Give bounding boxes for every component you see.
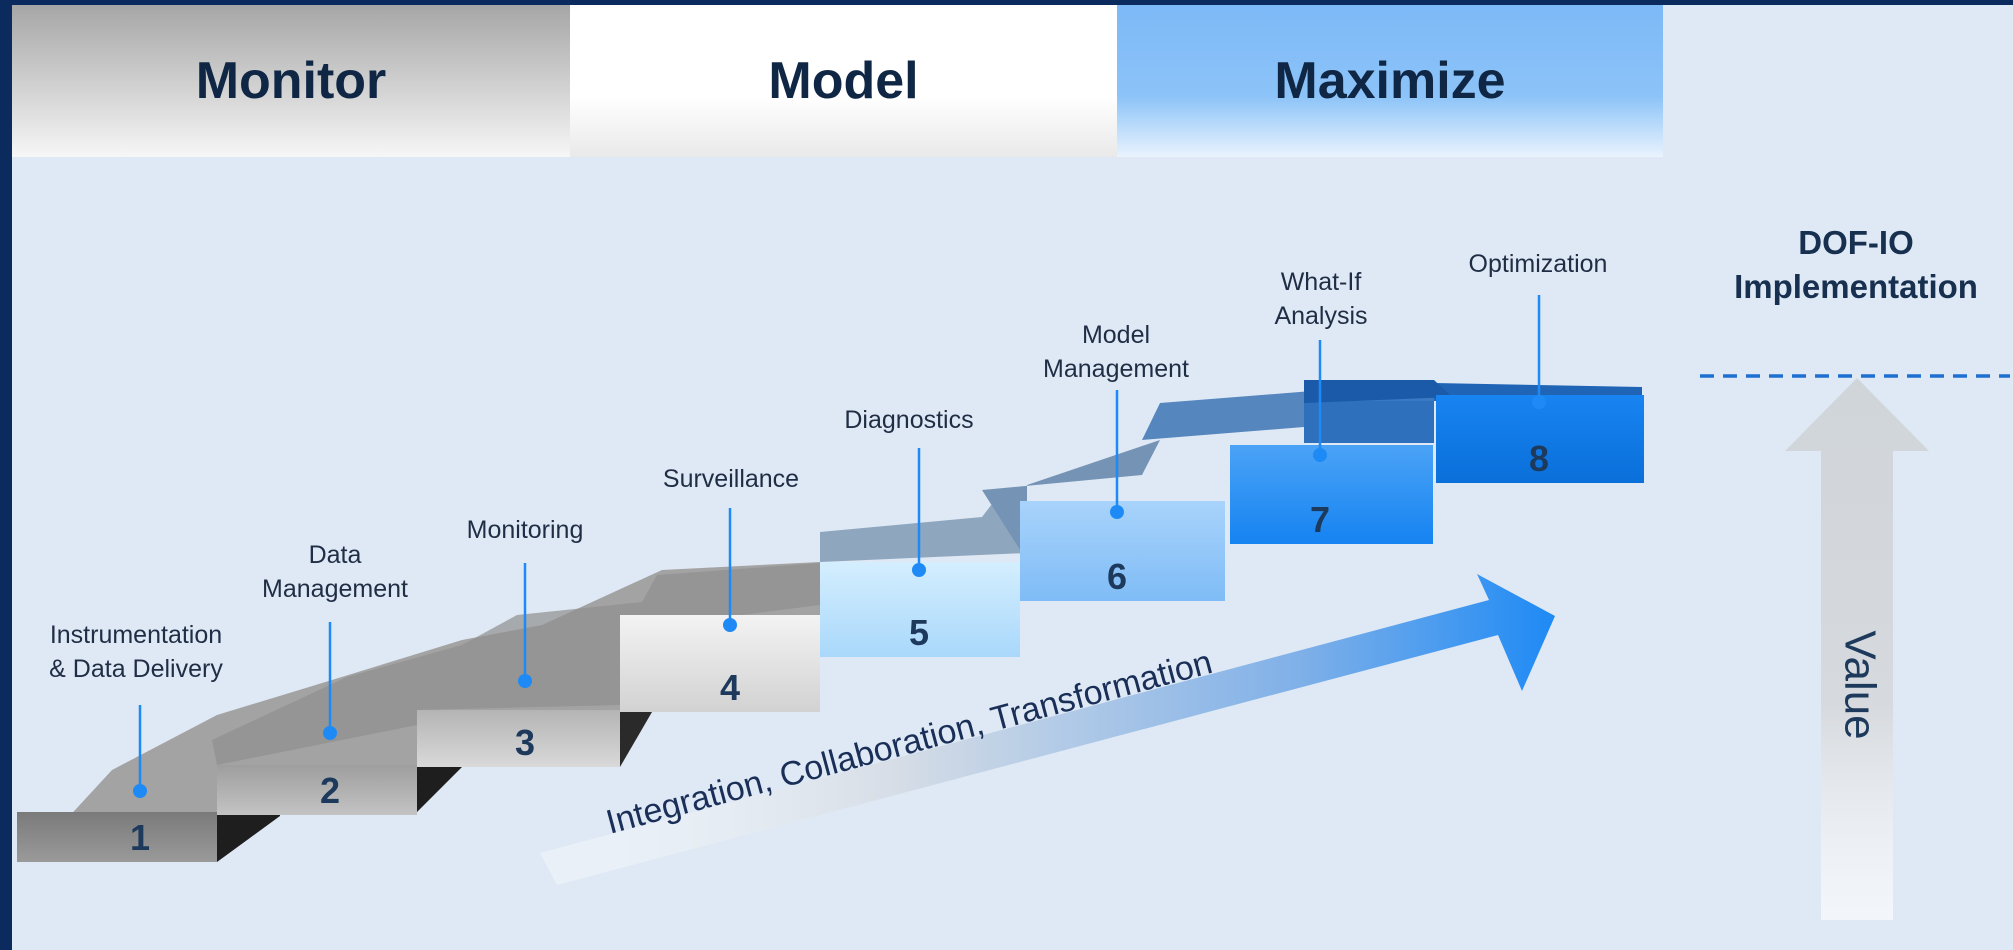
phase-header-monitor: Monitor [12, 5, 570, 157]
phase-header-maximize: Maximize [1117, 5, 1663, 157]
step-label-instrumentation: Instrumentation & Data Delivery [49, 621, 223, 683]
value-label: Value [1835, 630, 1884, 739]
stair-block-8 [1436, 395, 1644, 483]
stair-number-7: 7 [1310, 499, 1330, 540]
step-label-surveillance: Surveillance [662, 465, 800, 493]
step-label-data-management: Data Management [262, 541, 408, 603]
stair-number-5: 5 [909, 612, 929, 653]
stair-block-2 [217, 765, 417, 815]
stair-number-1: 1 [130, 817, 150, 858]
stair-block-7 [1230, 445, 1433, 544]
leader-dot-3 [518, 674, 532, 688]
leader-dot-4 [723, 618, 737, 632]
step-label-optimization: Optimization [1468, 250, 1608, 278]
leader-dot-6 [1110, 505, 1124, 519]
stair-block-6 [1020, 501, 1225, 601]
leader-dot-5 [912, 563, 926, 577]
leader-dot-8 [1532, 395, 1546, 409]
step-label-monitoring: Monitoring [466, 516, 584, 544]
step-label-model-management: Model Management [1043, 321, 1189, 383]
stair-block-5 [820, 562, 1020, 657]
stair-number-6: 6 [1107, 556, 1127, 597]
step-label-what-if-analysis: What-If Analysis [1274, 268, 1368, 330]
implementation-title: DOF-IO Implementation [1734, 224, 1978, 305]
stair-number-3: 3 [515, 722, 535, 763]
stair-number-8: 8 [1529, 438, 1549, 479]
stair-block-1 [17, 812, 217, 862]
diagram-canvas: Monitor Model Maximize [12, 5, 2013, 950]
phase-header-model: Model [570, 5, 1117, 157]
stair-block-4 [620, 615, 820, 712]
staircase-diagram: Value Integration, Collaboration, Transf… [17, 295, 2010, 920]
value-arrow [1785, 378, 1929, 920]
stair-block-3 [417, 710, 620, 767]
integration-arrow [540, 574, 1555, 885]
stair-number-4: 4 [720, 667, 740, 708]
leader-dot-1 [133, 784, 147, 798]
stair-number-2: 2 [320, 770, 340, 811]
leader-dot-7 [1313, 448, 1327, 462]
leader-dot-2 [323, 726, 337, 740]
step-label-diagnostics: Diagnostics [844, 406, 974, 434]
